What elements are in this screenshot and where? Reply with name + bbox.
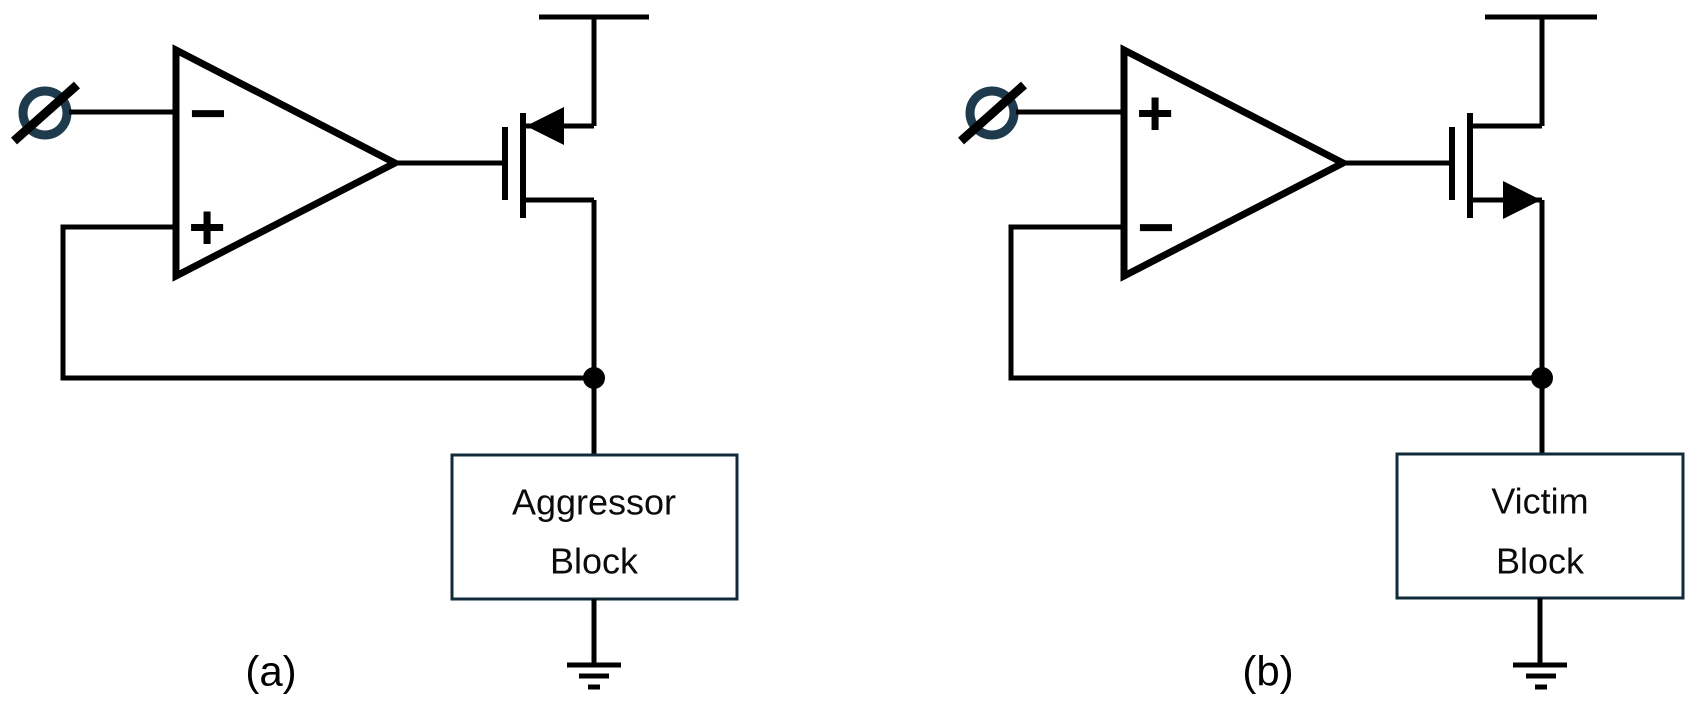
phi-symbol-icon <box>958 81 1027 145</box>
node-dot <box>1531 367 1553 389</box>
victim-block-label-line2: Block <box>1496 541 1585 582</box>
opamp-triangle <box>1120 44 1351 282</box>
phi-circle <box>965 86 1019 140</box>
aggressor-block-label-line1: Aggressor <box>512 482 676 523</box>
source-arrow-icon <box>526 107 564 145</box>
node-dot <box>583 367 605 389</box>
feedback-wire <box>60 224 594 381</box>
phi-circle <box>18 86 72 140</box>
aggressor-block-label-line2: Block <box>550 541 639 582</box>
phi-slash <box>11 81 80 145</box>
phi-symbol-icon <box>11 81 80 145</box>
feedback-wire <box>1008 224 1542 381</box>
opamp-noninverting-input-label: + <box>1136 77 1173 149</box>
opamp-triangle <box>172 44 403 282</box>
mosfet-icon <box>1449 113 1542 219</box>
circuit-a: − + Aggressor Block <box>11 14 739 695</box>
phi-slash <box>958 81 1027 145</box>
opamp-noninverting-input-label: + <box>188 191 225 263</box>
ground-icon <box>1513 598 1567 690</box>
mosfet-icon <box>502 107 594 218</box>
victim-block-label-line1: Victim <box>1491 481 1588 522</box>
figure-caption-a: (a) <box>245 648 296 695</box>
victim-block-box <box>1395 452 1685 600</box>
source-arrow-icon <box>1503 181 1541 219</box>
opamp-inverting-input-label: − <box>1137 191 1174 263</box>
circuit-b: + − Victim Block ( <box>958 14 1685 695</box>
ground-icon <box>567 599 621 690</box>
opamp-inverting-input-label: − <box>189 77 226 149</box>
figure-caption-b: (b) <box>1242 648 1293 695</box>
